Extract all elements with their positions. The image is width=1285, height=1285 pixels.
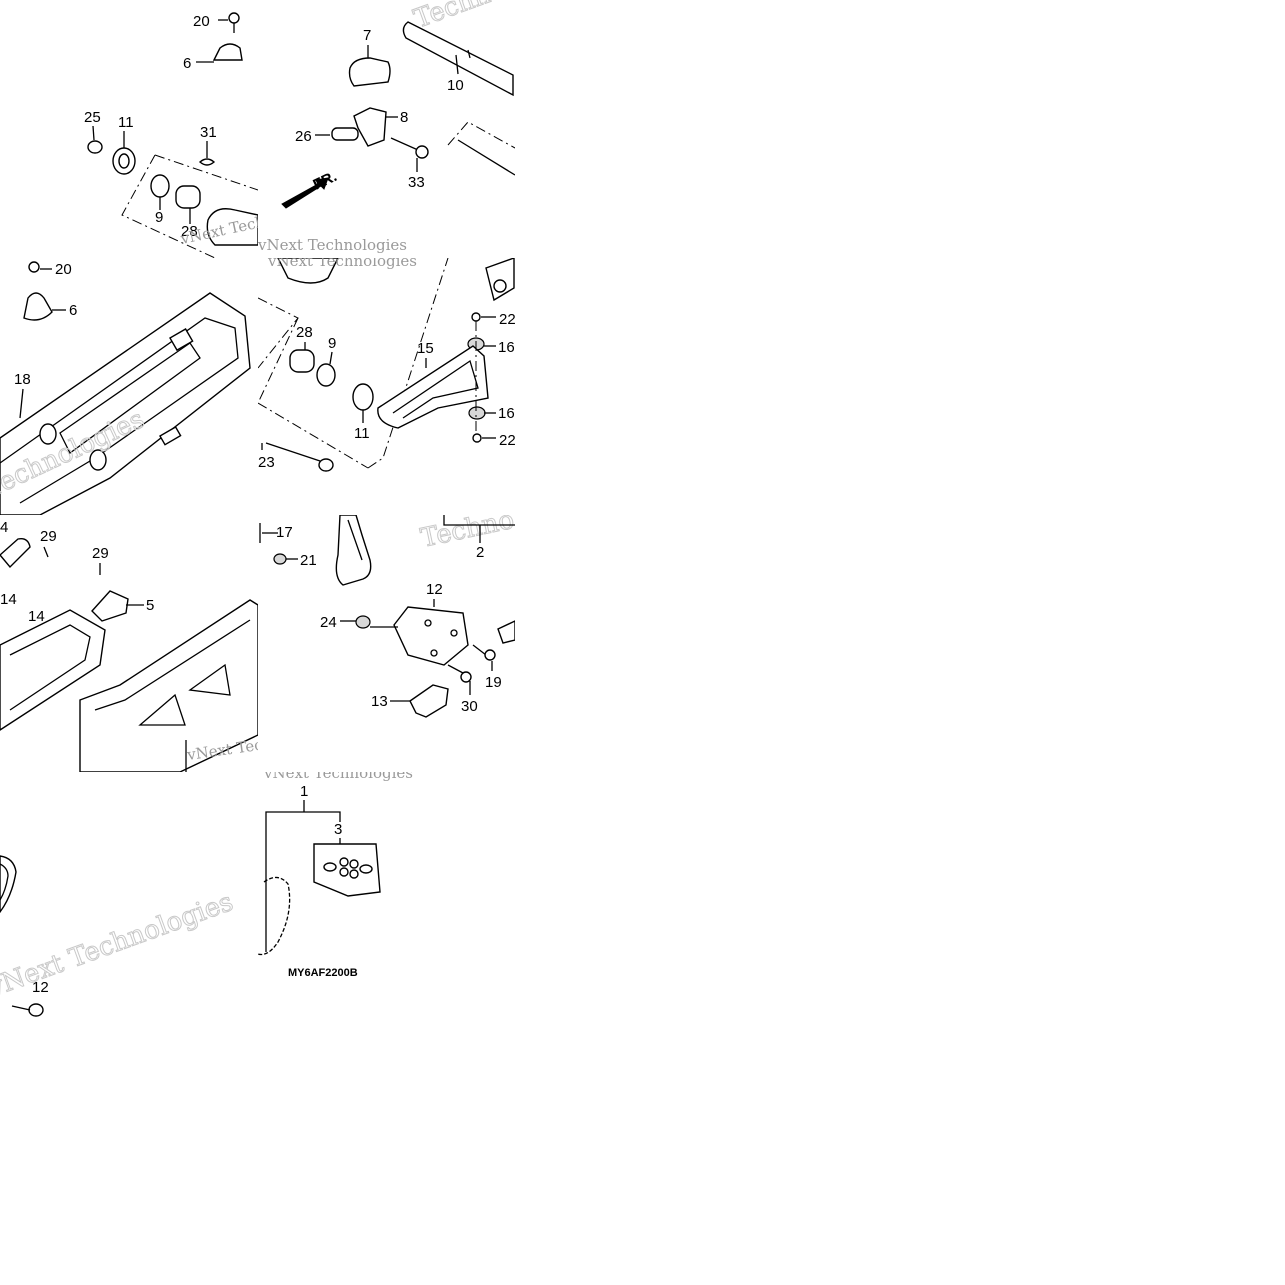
pivot-bolt-part-23 <box>318 458 334 472</box>
collar-part-28 <box>289 349 315 373</box>
callout-10: 10 <box>447 77 464 94</box>
nut-part-16 <box>468 406 486 420</box>
collar-part-28 <box>175 185 201 209</box>
diagram-tile-chain-guide: 4 29 29 5 14 14 vNext Technologies <box>0 515 258 772</box>
callout-8: 8 <box>400 109 408 126</box>
callout-22: 22 <box>499 432 515 449</box>
callout-26: 26 <box>295 128 312 145</box>
watermark-text: Technologies <box>418 515 515 554</box>
grease-fitting-part-31 <box>198 158 216 166</box>
watermark-text: Technologies <box>410 0 515 35</box>
callout-20: 20 <box>55 261 72 278</box>
bolt-part-19 <box>484 649 496 661</box>
callout-17: 17 <box>276 524 293 541</box>
guide-plate-part-4 <box>0 537 31 569</box>
screw-part-30 <box>460 671 472 683</box>
screw-part-22 <box>472 433 482 443</box>
callout-7: 7 <box>363 27 371 44</box>
tile-f-drawing: 17 21 Technologies 2 12 24 19 <box>259 515 515 718</box>
bolt-part-33 <box>415 145 429 159</box>
tile-c-drawing: 20 6 18 Technologies <box>0 261 251 515</box>
clamp-part-6 <box>196 43 243 63</box>
diagram-tile-chain-slider: vNext Technologies 28 9 11 23 22 <box>258 258 515 515</box>
bearing-part-9 <box>150 174 170 198</box>
plate-part-5 <box>91 590 129 622</box>
watermark-text: vNext Technologies <box>263 772 413 782</box>
drive-chain-part-1 <box>258 876 291 956</box>
swingarm-part-18 <box>0 292 251 515</box>
callout-19: 19 <box>485 674 502 691</box>
callout-25-text: 25 <box>84 109 101 126</box>
callout-24: 24 <box>320 614 337 631</box>
diagram-tile-chain-guard: 17 21 Technologies 2 12 24 19 <box>258 515 515 772</box>
bearing-part-9 <box>316 363 336 387</box>
callout-12: 12 <box>426 581 443 598</box>
diagram-tile-chain-adjuster: Technologies 7 10 8 26 33 FR. vNext Tech… <box>258 0 515 258</box>
callout-11: 11 <box>118 114 134 131</box>
callout-22: 22 <box>499 311 515 328</box>
callout-2: 2 <box>476 544 484 561</box>
callout-6: 6 <box>183 55 191 72</box>
bolt-part-21 <box>273 553 287 565</box>
end-cap-part-7 <box>348 57 391 87</box>
screw-part-22 <box>471 312 481 322</box>
diagram-tile-chain-fragment: vNext Technologies 12 <box>0 772 258 1029</box>
callout-9: 9 <box>328 335 336 352</box>
callout-29: 29 <box>40 528 57 545</box>
dust-seal-part-11 <box>352 383 374 411</box>
slider-part-13 <box>409 684 449 718</box>
tile-a-drawing: 20 6 25 11 31 9 28 vN <box>84 12 258 258</box>
callout-18: 18 <box>14 371 31 388</box>
tile-g-drawing: vNext Technologies 12 <box>0 855 238 1017</box>
clamp-part-6 <box>23 292 53 321</box>
bolt-part-20 <box>28 261 40 273</box>
pin-part-26 <box>331 127 359 141</box>
callout-28: 28 <box>181 223 198 240</box>
callout-14: 14 <box>28 608 45 625</box>
diagram-tile-swingarm-pivot: 20 6 25 11 31 9 28 vN <box>0 0 258 258</box>
front-direction-arrow-icon <box>281 177 329 209</box>
callout-13: 13 <box>371 693 388 710</box>
callout-14: 14 <box>0 591 17 608</box>
collar-part-24 <box>355 615 371 629</box>
adjuster-part-8 <box>353 107 387 147</box>
tile-d-drawing: vNext Technologies 28 9 11 23 22 <box>258 258 515 472</box>
diagram-tile-drive-chain: vNext Technologies 1 3 MY6AF2200B <box>258 772 515 1029</box>
callout-3: 3 <box>334 821 342 838</box>
callout-1: 1 <box>300 783 308 800</box>
tile-e-drawing: 4 29 29 5 14 14 vNext Technologies <box>0 519 258 772</box>
tile-b-drawing: Technologies 7 10 8 26 33 FR. vNext Tech… <box>258 0 515 254</box>
chain-slider-part-15 <box>377 345 489 429</box>
callout-9: 9 <box>155 209 163 226</box>
callout-31: 31 <box>200 124 217 141</box>
collar-part-25 <box>87 140 103 154</box>
callout-12: 12 <box>32 979 49 996</box>
watermark-text: vNext Technologies <box>267 258 417 270</box>
callout-23: 23 <box>258 454 275 471</box>
front-direction-label: FR. <box>311 168 340 194</box>
callout-16: 16 <box>498 339 515 356</box>
callout-33: 33 <box>408 174 425 191</box>
callout-11: 11 <box>354 425 370 442</box>
callout-15: 15 <box>417 340 434 357</box>
callout-20: 20 <box>193 13 210 30</box>
callout-30: 30 <box>461 698 478 715</box>
bolt-part-20 <box>218 12 240 33</box>
callout-21: 21 <box>300 552 317 569</box>
callout-16: 16 <box>498 405 515 422</box>
watermark-text: vNext Technologies <box>258 236 407 254</box>
callout-28: 28 <box>296 324 313 341</box>
diagram-code: MY6AF2200B <box>288 967 358 979</box>
callout-5: 5 <box>146 597 154 614</box>
callout-6: 6 <box>69 302 77 319</box>
tile-h-drawing: vNext Technologies 1 3 MY6AF2200B <box>258 772 413 979</box>
chain-guard-part-12 <box>393 606 469 666</box>
callout-4: 4 <box>0 519 8 536</box>
callout-29: 29 <box>92 545 109 562</box>
diagram-tile-swingarm: 20 6 18 Technologies <box>0 258 258 515</box>
axle-part-10 <box>402 21 514 97</box>
